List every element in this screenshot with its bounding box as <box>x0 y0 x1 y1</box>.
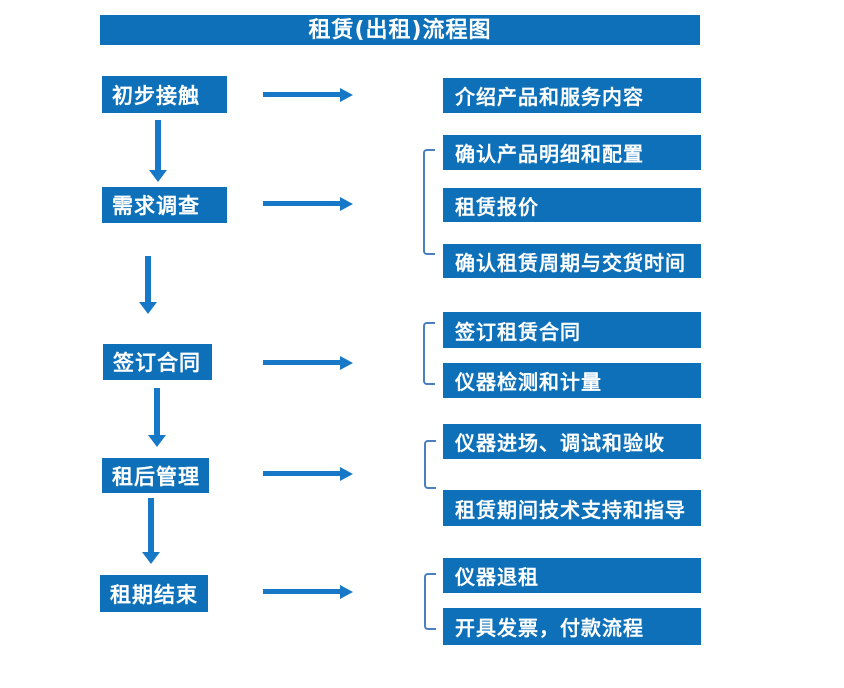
down-arrow-shaft <box>148 498 154 553</box>
output-box-rental-quotation: 租赁报价 <box>443 188 701 222</box>
right-arrow-2 <box>263 197 353 211</box>
down-arrow-head <box>149 170 167 182</box>
right-arrow-3 <box>263 356 353 370</box>
right-arrow-shaft <box>263 92 341 97</box>
down-arrow-head <box>142 552 160 564</box>
stage-box-initial-contact: 初步接触 <box>102 76 227 113</box>
page-title: 租赁(出租)流程图 <box>100 15 700 45</box>
output-box-sign-rental-contract: 签订租赁合同 <box>443 312 701 348</box>
right-arrow-shaft <box>263 471 341 476</box>
down-arrow-4 <box>142 498 160 564</box>
stage-box-demand-survey: 需求调查 <box>102 187 227 223</box>
output-box-instrument-return: 仪器退租 <box>443 558 701 593</box>
bracket-group-sign-contract <box>423 322 435 385</box>
right-arrow-head <box>340 197 353 211</box>
down-arrow-1 <box>149 120 167 182</box>
output-box-introduce-products: 介绍产品和服务内容 <box>443 78 701 113</box>
down-arrow-shaft <box>145 256 151 303</box>
right-arrow-shaft <box>263 360 341 365</box>
stage-box-sign-contract: 签订合同 <box>103 344 212 380</box>
right-arrow-head <box>340 467 353 481</box>
down-arrow-head <box>139 302 157 314</box>
output-box-confirm-product-details: 确认产品明细和配置 <box>443 135 701 170</box>
right-arrow-shaft <box>263 589 341 594</box>
output-box-tech-support: 租赁期间技术支持和指导 <box>443 490 701 526</box>
stage-box-rental-end: 租期结束 <box>100 575 208 612</box>
output-box-instrument-testing: 仪器检测和计量 <box>443 363 701 398</box>
right-arrow-head <box>340 585 353 599</box>
right-arrow-head <box>340 88 353 102</box>
bracket-group-rental-end <box>424 573 436 630</box>
right-arrow-5 <box>263 585 353 599</box>
right-arrow-head <box>340 356 353 370</box>
down-arrow-3 <box>148 388 166 447</box>
output-box-instrument-entry-acceptance: 仪器进场、调试和验收 <box>443 424 701 459</box>
stage-box-post-rental-management: 租后管理 <box>102 458 209 493</box>
right-arrow-4 <box>263 467 353 481</box>
output-box-invoice-payment: 开具发票，付款流程 <box>443 608 701 645</box>
output-box-confirm-rental-period: 确认租赁周期与交货时间 <box>443 244 701 278</box>
down-arrow-shaft <box>154 388 160 436</box>
down-arrow-shaft <box>155 120 161 171</box>
bracket-group-post-rental <box>424 440 436 489</box>
down-arrow-head <box>148 435 166 447</box>
right-arrow-1 <box>263 88 353 102</box>
bracket-group-demand-survey <box>423 149 435 255</box>
down-arrow-2 <box>139 256 157 314</box>
right-arrow-shaft <box>263 201 341 206</box>
